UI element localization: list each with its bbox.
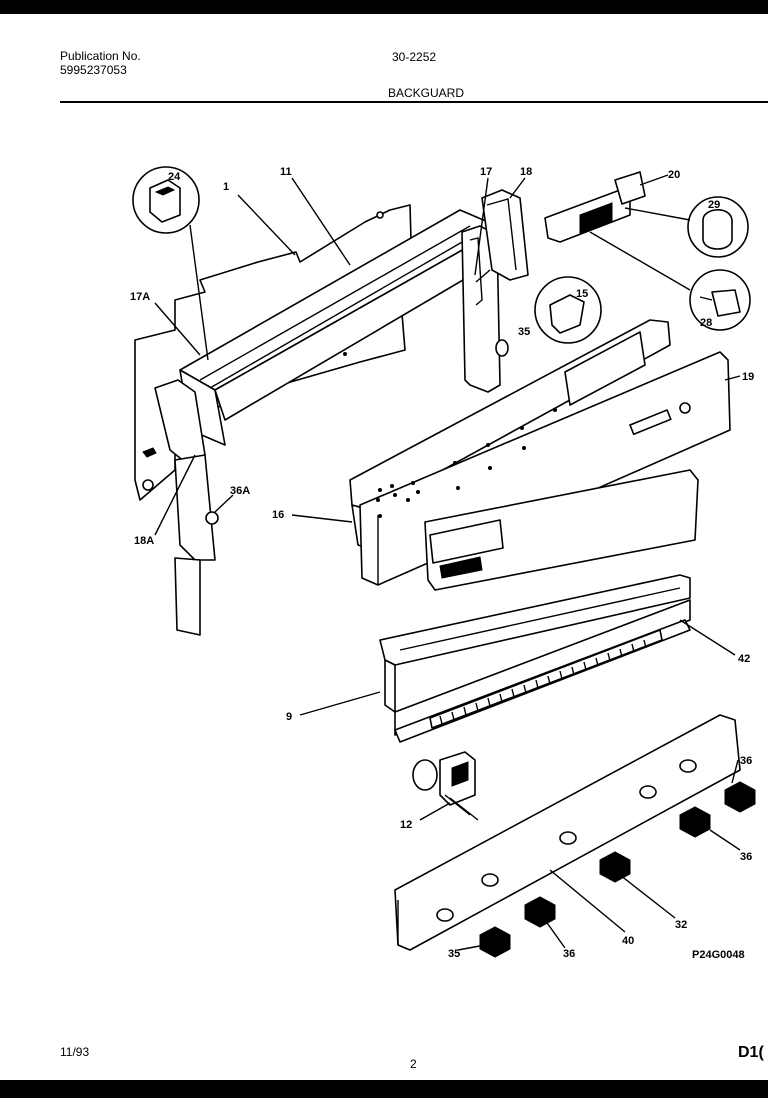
switch-24-detail [132,166,209,361]
bottom-border [0,1080,768,1098]
callout-28: 28 [700,317,712,329]
section-title: BACKGUARD [388,86,465,100]
callout-19: 19 [742,371,754,383]
vent-rail [394,619,691,743]
callout-16: 16 [272,509,284,521]
knob-29-detail [624,196,749,258]
burner-valves [479,781,756,958]
header-rule [60,101,768,103]
control-panel [349,319,671,551]
callout-17: 17 [480,166,492,178]
display-lens [424,469,699,591]
callout-1: 1 [223,181,229,193]
timer-module [544,171,646,243]
callout-35: 35 [518,326,530,338]
panel-markings [376,408,557,518]
callout-labels: 24 1 11 17 18 20 29 15 35 28 17A 19 36A … [130,166,754,961]
callout-24: 24 [168,171,181,183]
callout-18: 18 [520,166,532,178]
top-border [0,0,768,14]
callout-17A: 17A [130,291,150,303]
upper-trim [179,209,496,446]
knob-28-detail [589,231,751,331]
callout-11: 11 [280,166,292,178]
footer-date: 11/93 [60,1045,90,1059]
right-bracket [461,225,501,393]
callout-9: 9 [286,711,292,723]
switch-12 [412,751,479,821]
callout-29: 29 [708,199,720,211]
callout-15: 15 [576,288,588,300]
figure-code: P24G0048 [692,949,745,961]
publication-number: 5995237053 [60,63,127,77]
manifold-bar [394,714,741,951]
left-end-cap [154,379,219,636]
callout-32: 32 [675,919,687,931]
model-code: 30-2252 [392,50,437,64]
bracket-15-detail [495,276,602,357]
callout-42: 42 [738,653,750,665]
callout-36-b: 36 [740,851,752,863]
callout-12: 12 [400,819,412,831]
callout-20: 20 [668,169,680,181]
callout-18A: 18A [134,535,154,547]
footer-code: D1( [738,1044,764,1061]
manifold-panel [379,574,691,736]
callout-40: 40 [622,935,634,947]
footer-page: 2 [410,1057,417,1071]
callout-36-a: 36 [740,755,752,767]
callout-36A: 36A [230,485,250,497]
right-end-cap [475,189,529,283]
publication-label: Publication No. [60,49,141,63]
callout-36-c: 36 [563,948,575,960]
callout-35-b: 35 [448,948,460,960]
leader-lines [154,174,741,951]
